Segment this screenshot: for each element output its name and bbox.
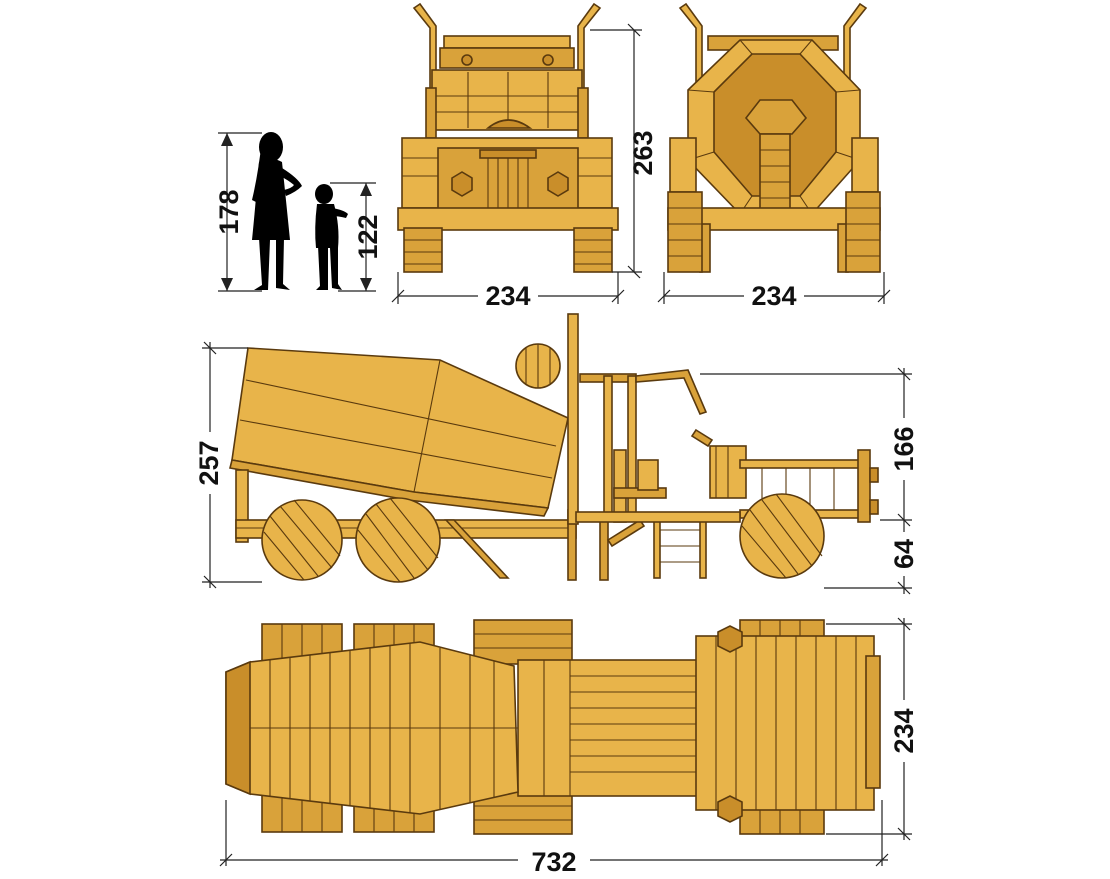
child-silhouette xyxy=(315,184,348,290)
side-front-wheel xyxy=(739,493,825,579)
child-height-dimension: 122 xyxy=(330,182,383,292)
top-length-label: 732 xyxy=(531,847,576,877)
front-grille xyxy=(479,149,537,212)
side-drum xyxy=(229,347,569,517)
top-view: 732 234 xyxy=(219,617,920,877)
side-upper-label: 166 xyxy=(889,426,919,471)
rear-width-label: 234 xyxy=(751,281,796,311)
woman-height-label: 178 xyxy=(214,189,244,234)
front-width-label: 234 xyxy=(485,281,530,311)
child-height-label: 122 xyxy=(353,214,383,259)
top-drum xyxy=(225,641,519,815)
front-view: 263 234 xyxy=(391,2,658,311)
top-width-label: 234 xyxy=(889,708,919,753)
side-rear-wheels xyxy=(261,497,441,583)
side-lower-label: 64 xyxy=(889,539,919,569)
woman-height-dimension: 178 xyxy=(214,132,262,292)
side-height-label: 257 xyxy=(194,440,224,485)
side-view: 257 166 64 xyxy=(192,313,920,595)
side-ladder xyxy=(653,517,707,579)
top-hood-planks xyxy=(715,636,857,810)
top-deck-planks xyxy=(543,660,698,796)
front-height-label: 263 xyxy=(628,130,658,175)
scale-figures: 178 122 xyxy=(214,132,383,292)
rear-view: 234 xyxy=(657,2,891,311)
woman-silhouette xyxy=(252,132,302,290)
